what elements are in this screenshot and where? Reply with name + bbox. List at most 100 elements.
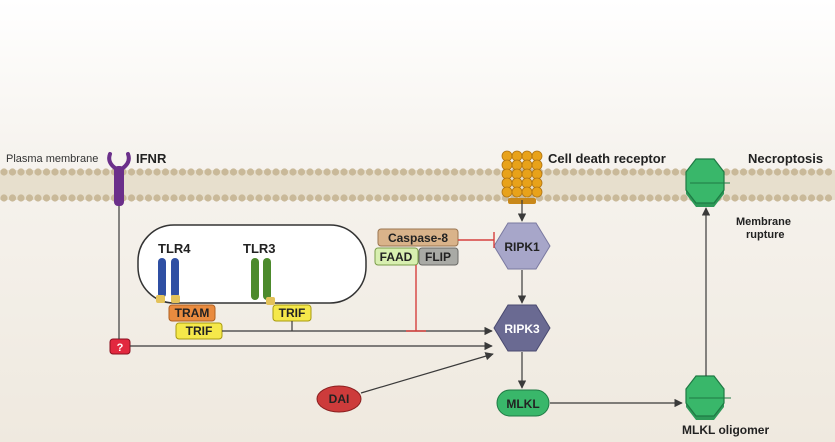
lipid-head-inner bbox=[93, 194, 102, 202]
tlr3-tir bbox=[266, 297, 275, 305]
lipid-head-inner bbox=[799, 194, 807, 202]
lipid-head-outer bbox=[467, 168, 476, 176]
receptor-subunit bbox=[501, 159, 513, 171]
lipid-head-outer bbox=[739, 168, 748, 176]
tram-label: TRAM bbox=[175, 306, 210, 320]
lipid-head-outer bbox=[323, 168, 331, 176]
lipid-head-inner bbox=[8, 194, 17, 202]
lipid-head-inner bbox=[552, 194, 561, 202]
cell-death-receptor-label: Cell death receptor bbox=[548, 151, 666, 166]
lipid-head-inner bbox=[654, 194, 663, 202]
ripk3-label: RIPK3 bbox=[504, 322, 540, 336]
tlr3-label: TLR3 bbox=[243, 241, 276, 256]
membrane-pore bbox=[685, 158, 730, 207]
receptor-subunit bbox=[501, 177, 513, 189]
lipid-head-inner bbox=[773, 194, 782, 202]
lipid-head-inner bbox=[731, 194, 739, 202]
lipid-head-outer bbox=[178, 168, 187, 176]
lipid-head-inner bbox=[561, 194, 569, 202]
lipid-head-inner bbox=[569, 194, 578, 202]
lipid-head-inner bbox=[595, 194, 603, 202]
ripk3-hexagon bbox=[493, 304, 551, 352]
tlr4-strand-2 bbox=[171, 258, 179, 298]
tlr4-tir-1 bbox=[156, 295, 165, 303]
lipid-head-inner bbox=[229, 194, 238, 202]
lipid-head-inner bbox=[790, 194, 799, 202]
lipid-head-outer bbox=[382, 168, 391, 176]
tlr3-strand-2 bbox=[263, 258, 271, 300]
mlkl-label: MLKL bbox=[506, 397, 539, 411]
lipid-head-outer bbox=[221, 168, 229, 176]
lipid-head-outer bbox=[816, 168, 824, 176]
lipid-head-inner bbox=[612, 194, 620, 202]
ifnr-arm-left bbox=[107, 152, 117, 170]
lipid-head-outer bbox=[212, 168, 221, 176]
lipid-head-inner bbox=[280, 194, 289, 202]
mlkl-oligomer bbox=[685, 375, 731, 420]
lipid-head-inner bbox=[263, 194, 272, 202]
lipid-head-outer bbox=[807, 168, 816, 176]
lipid-head-inner bbox=[765, 194, 773, 202]
mlkl-oligomer-label: MLKL oligomer bbox=[682, 423, 769, 437]
lipid-head-inner bbox=[136, 194, 144, 202]
flip-box bbox=[418, 247, 459, 266]
lipid-head-inner bbox=[127, 194, 136, 202]
lipid-head-inner bbox=[586, 194, 595, 202]
receptor-subunit bbox=[501, 168, 513, 180]
lipid-head-inner bbox=[161, 194, 170, 202]
lipid-head-outer bbox=[297, 168, 306, 176]
lipid-head-outer bbox=[620, 168, 629, 176]
lipid-head-outer bbox=[340, 168, 348, 176]
lipid-head-outer bbox=[493, 168, 501, 176]
lipid-head-outer bbox=[561, 168, 569, 176]
lipid-head-outer bbox=[722, 168, 731, 176]
lipid-head-outer bbox=[17, 168, 25, 176]
lipid-head-inner bbox=[357, 194, 365, 202]
lipid-head-inner bbox=[178, 194, 187, 202]
lipid-head-inner bbox=[722, 194, 731, 202]
lipid-head-inner bbox=[782, 194, 790, 202]
lipid-head-inner bbox=[467, 194, 476, 202]
lipid-head-outer bbox=[408, 168, 416, 176]
membrane-rupture-label-2: rupture bbox=[746, 229, 785, 241]
lipid-head-inner bbox=[416, 194, 425, 202]
mlkl-pill bbox=[496, 389, 550, 417]
lipid-head-inner bbox=[34, 194, 42, 202]
tlr4-strand-1 bbox=[158, 258, 166, 298]
lipid-head-outer bbox=[391, 168, 399, 176]
lipid-head-inner bbox=[544, 194, 552, 202]
ifnr-label: IFNR bbox=[136, 151, 167, 166]
lipid-head-inner bbox=[382, 194, 391, 202]
lipid-head-outer bbox=[59, 168, 68, 176]
lipid-head-outer bbox=[136, 168, 144, 176]
lipid-head-outer bbox=[314, 168, 323, 176]
lipid-head-outer bbox=[637, 168, 646, 176]
trif-tlr3-label: TRIF bbox=[279, 306, 306, 320]
lipid-head-outer bbox=[246, 168, 255, 176]
oligomer-front bbox=[685, 375, 725, 417]
lipid-head-inner bbox=[493, 194, 501, 202]
lipid-head-outer bbox=[42, 168, 51, 176]
lipid-head-outer bbox=[153, 168, 161, 176]
lipid-head-outer bbox=[280, 168, 289, 176]
lipid-head-outer bbox=[450, 168, 459, 176]
lipid-head-outer bbox=[374, 168, 382, 176]
membrane-rupture-label-1: Membrane bbox=[736, 216, 791, 228]
lipid-head-inner bbox=[425, 194, 433, 202]
ifnr-receptor bbox=[107, 152, 131, 206]
lipid-head-outer bbox=[272, 168, 280, 176]
lipid-head-inner bbox=[102, 194, 110, 202]
lipid-head-outer bbox=[399, 168, 408, 176]
faad-label: FAAD bbox=[380, 250, 413, 264]
dai-to-ripk3-arrow bbox=[360, 352, 494, 394]
lipid-head-outer bbox=[25, 168, 34, 176]
flip-label: FLIP bbox=[425, 250, 451, 264]
lipid-head-inner bbox=[255, 194, 263, 202]
caspase8-box bbox=[377, 228, 459, 247]
lipid-head-outer bbox=[603, 168, 612, 176]
lipid-head-inner bbox=[484, 194, 493, 202]
lipid-head-inner bbox=[442, 194, 450, 202]
tram-box bbox=[168, 304, 216, 322]
lipid-head-inner bbox=[204, 194, 212, 202]
